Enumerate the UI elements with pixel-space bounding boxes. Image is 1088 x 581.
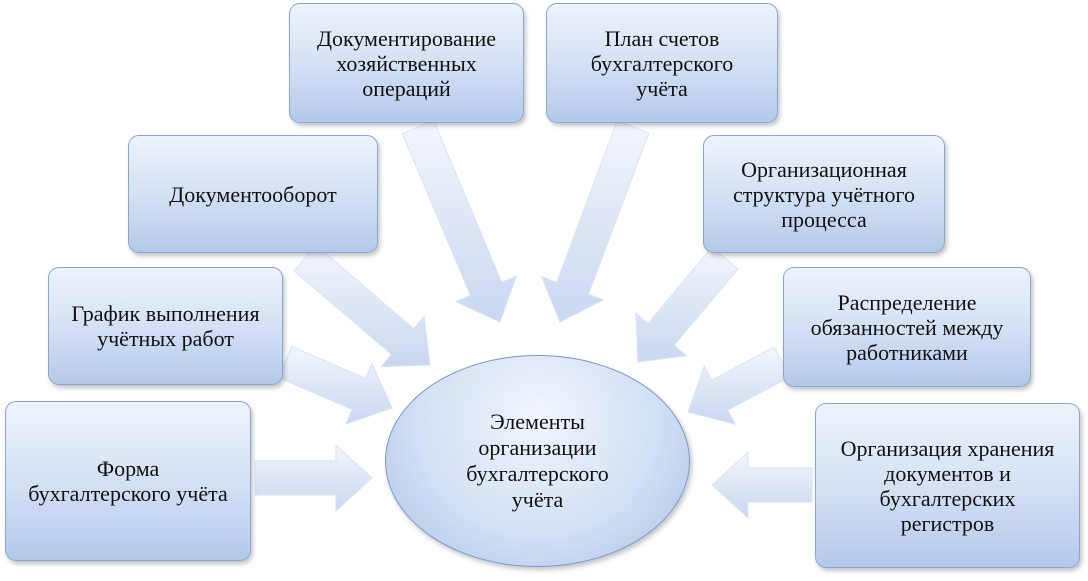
arrow-left-2-to-center: [293, 244, 431, 368]
node-label: График выполнения учётных работ: [71, 301, 260, 351]
node-label: Организационная структура учётного проце…: [732, 156, 916, 232]
node-label: План счетов бухгалтерского учёта: [590, 25, 734, 101]
arrow-left-3-to-center: [277, 345, 393, 425]
center-label: Элементы организации бухгалтерского учёт…: [466, 409, 609, 512]
arrow-right-4-to-center: [711, 450, 813, 520]
arrow-top-right-to-center: [540, 120, 650, 323]
arrow-right-3-to-center: [687, 346, 791, 425]
node-document-storage: Организация хранения документов и бухгал…: [815, 403, 1080, 568]
node-label: Документооборот: [169, 181, 337, 207]
node-work-schedule: График выполнения учётных работ: [48, 267, 283, 385]
node-document-flow: Документооборот: [128, 135, 378, 253]
node-documenting-operations: Документирование хозяйственных операций: [289, 3, 524, 123]
node-duties-distribution: Распределение обязанностей между работни…: [783, 267, 1031, 387]
node-label: Организация хранения документов и бухгал…: [840, 435, 1055, 536]
arrow-right-2-to-center: [635, 246, 739, 363]
arrow-top-left-to-center: [401, 119, 518, 323]
node-label: Документирование хозяйственных операций: [316, 25, 497, 101]
node-chart-of-accounts: План счетов бухгалтерского учёта: [546, 3, 778, 123]
arrow-left-4-to-center: [254, 443, 373, 513]
node-accounting-form: Форма бухгалтерского учёта: [5, 401, 251, 561]
node-label: Форма бухгалтерского учёта: [28, 456, 228, 506]
arrow-group: [254, 119, 813, 520]
node-org-structure: Организационная структура учётного проце…: [703, 135, 945, 253]
node-label: Распределение обязанностей между работни…: [810, 289, 1004, 365]
center-node: Элементы организации бухгалтерского учёт…: [385, 355, 690, 567]
